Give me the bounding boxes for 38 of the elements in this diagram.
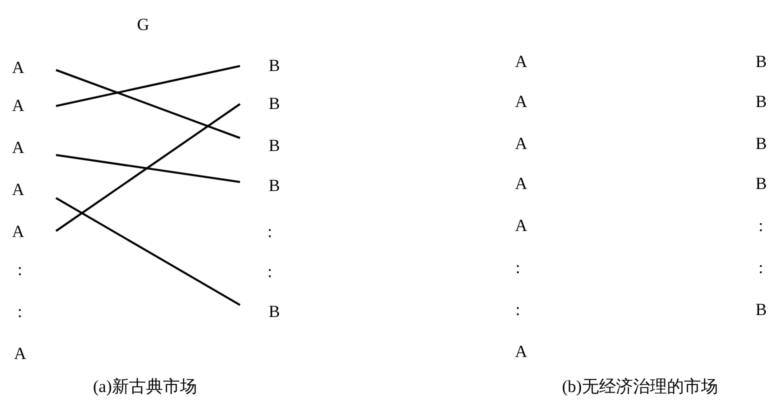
letter-label: : <box>18 260 22 280</box>
connecting-line <box>56 69 240 139</box>
letter-label: A <box>515 216 528 236</box>
connecting-line <box>56 65 240 107</box>
letter-label: A <box>515 52 528 72</box>
node-letter: B <box>240 94 280 114</box>
node-letter: B <box>240 136 280 156</box>
letter-label: B <box>756 92 767 112</box>
letter-label: B <box>756 52 767 72</box>
connecting-line <box>56 154 240 183</box>
letter-label: A <box>515 92 528 112</box>
node-letter: B <box>240 56 280 76</box>
panel-caption: (b)无经济治理的市场 <box>562 377 718 397</box>
connecting-line <box>55 103 241 232</box>
letter-label: : <box>516 258 520 278</box>
node-letter: A <box>12 58 56 78</box>
letter-label: B <box>756 300 767 320</box>
letter-label: A <box>14 344 26 364</box>
letter-label: A <box>515 342 528 362</box>
letter-label: B <box>756 174 767 194</box>
node-letter: A <box>12 222 56 242</box>
letter-label: : <box>268 222 272 242</box>
letter-label: A <box>515 174 528 194</box>
letter-label: : <box>758 216 764 236</box>
heading-text: G <box>137 15 150 35</box>
node-letter: A <box>12 96 56 116</box>
node-letter: B <box>240 176 280 196</box>
letter-label: : <box>18 302 22 322</box>
letter-label: : <box>516 300 520 320</box>
letter-label: : <box>268 262 272 282</box>
letter-label: A <box>515 134 528 154</box>
connecting-line <box>56 197 240 306</box>
node-letter: A <box>12 180 56 200</box>
letter-label: B <box>756 134 767 154</box>
node-letter: B <box>240 302 280 322</box>
panel-caption: (a)新古典市场 <box>93 377 197 397</box>
node-letter: A <box>12 138 56 158</box>
letter-label: : <box>758 258 764 278</box>
